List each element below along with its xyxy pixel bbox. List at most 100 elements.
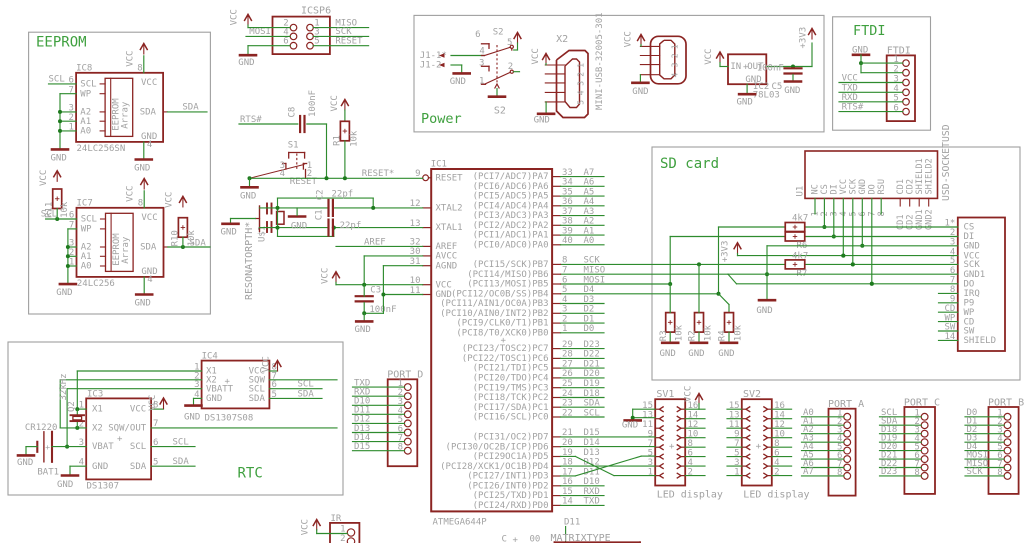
- pin-number: 3: [893, 74, 898, 84]
- section-frame: [7, 341, 344, 496]
- pin-name: NC: [811, 184, 821, 194]
- symbol-line: [483, 71, 512, 86]
- pin-number: 4: [950, 247, 955, 257]
- component-name: FTDI: [887, 45, 911, 56]
- pin-number: 2: [950, 228, 955, 238]
- junction-dot: [850, 262, 855, 267]
- gnd-label: GND: [291, 221, 307, 231]
- net-label: D23: [584, 340, 600, 350]
- pin-number: 3: [671, 62, 680, 67]
- component-name: ICSP6: [301, 6, 331, 17]
- gnd-label: GND: [51, 154, 67, 164]
- pin-number: 6: [69, 211, 74, 221]
- pin-number: 27: [562, 359, 573, 369]
- net-label: RESET*: [362, 169, 395, 179]
- net-label: RESET: [335, 37, 363, 47]
- component-name: R1: [333, 135, 343, 146]
- gnd-label: GND: [622, 421, 638, 431]
- net-label: A6: [584, 178, 595, 188]
- supply-label: VCC: [704, 49, 714, 65]
- pin-name: (PCI3/ADC3)PA3: [473, 211, 549, 221]
- net-label: SCL: [881, 408, 897, 418]
- pin-number: 11: [729, 420, 740, 430]
- pin-number: 30: [410, 247, 421, 257]
- pin-circle: [1003, 429, 1012, 438]
- net-label: SDA: [182, 103, 199, 113]
- pin-number: 32: [410, 238, 421, 248]
- component-name: SV2: [743, 389, 761, 400]
- pin-number: 18: [562, 458, 573, 468]
- component-box: [275, 210, 285, 225]
- pin-number: 1: [648, 467, 653, 477]
- component-value: USD-SOCKETUSD: [941, 124, 952, 201]
- pin-number: 10: [410, 276, 421, 286]
- pin-number: 39: [562, 226, 573, 236]
- pin-number: 3: [997, 426, 1002, 436]
- pin-name: SHIELD1: [915, 158, 925, 194]
- pin-number: 12: [688, 420, 699, 430]
- component-value: DS1307: [87, 482, 120, 492]
- pin-number: 1: [671, 44, 680, 49]
- pin-number: 7: [153, 419, 158, 429]
- pin-number: 9: [950, 295, 955, 305]
- pin-number: 6: [914, 451, 919, 461]
- junction-dot: [324, 176, 329, 181]
- component-value: 4k7: [792, 214, 808, 224]
- pin-name: (PCI0/ADC0)PA0: [473, 240, 549, 250]
- pin-circle: [403, 383, 412, 392]
- origin-cross: +: [501, 336, 507, 346]
- net-label: D18: [584, 389, 600, 399]
- pin-number: 1: [307, 161, 312, 171]
- pin-name: VCC: [130, 405, 146, 415]
- component-box: [386, 378, 419, 468]
- pin-number: 7: [562, 266, 567, 276]
- pin-number: 6: [398, 424, 403, 434]
- net-label: D10: [584, 477, 600, 487]
- pin-number: CD2: [905, 214, 915, 230]
- component-name: IC8: [76, 63, 92, 73]
- component-name: Q2: [67, 401, 77, 412]
- component-name: PORT D: [387, 370, 423, 381]
- gnd-label: GND: [355, 325, 371, 335]
- pin-number: 10: [688, 430, 699, 440]
- pin-circle: [306, 23, 314, 32]
- net-label: A7: [803, 467, 814, 477]
- pin-circle: [306, 41, 314, 50]
- net-label: SCL: [584, 408, 600, 418]
- pin-number: 7: [272, 371, 277, 381]
- pin-number: 8: [562, 256, 567, 266]
- pin-circle: [289, 41, 298, 50]
- component-name: BAT1: [37, 468, 59, 478]
- component-box: [85, 397, 152, 481]
- pin-name: (PCI25/TXD)PD1: [473, 491, 549, 501]
- pin-circle: [902, 88, 910, 97]
- component-name: C5: [772, 82, 783, 92]
- pin-name: SHIELD: [964, 336, 997, 346]
- gnd-label: GND: [135, 299, 151, 309]
- pin-name: X1: [206, 367, 217, 377]
- pin-number: 29: [562, 340, 573, 350]
- pin-number: 22: [562, 408, 573, 418]
- pin-number: 35: [562, 187, 573, 197]
- pin-name: GND: [745, 75, 761, 85]
- pin-number: 23: [562, 399, 573, 409]
- net-label: D11: [354, 406, 370, 416]
- pin-number: 9: [734, 430, 739, 440]
- pin-number: 31: [410, 257, 421, 267]
- junction-dot: [869, 281, 874, 286]
- supply-label: VCC: [531, 48, 541, 64]
- pin-number: 6: [893, 103, 898, 113]
- pin-number: 2: [820, 211, 830, 216]
- net-label: D19: [584, 379, 600, 389]
- net-label: TXD: [842, 83, 858, 93]
- origin-cross: +: [669, 442, 675, 452]
- net-label: SCL: [49, 75, 65, 85]
- pin-number: 2: [914, 417, 919, 427]
- ic-inner-label: EEPROM: [112, 98, 122, 131]
- pin-number: SW: [944, 323, 955, 333]
- supply-label: VCC: [39, 170, 49, 186]
- pin-number: 7: [68, 85, 73, 95]
- pin-number: 4: [893, 84, 898, 94]
